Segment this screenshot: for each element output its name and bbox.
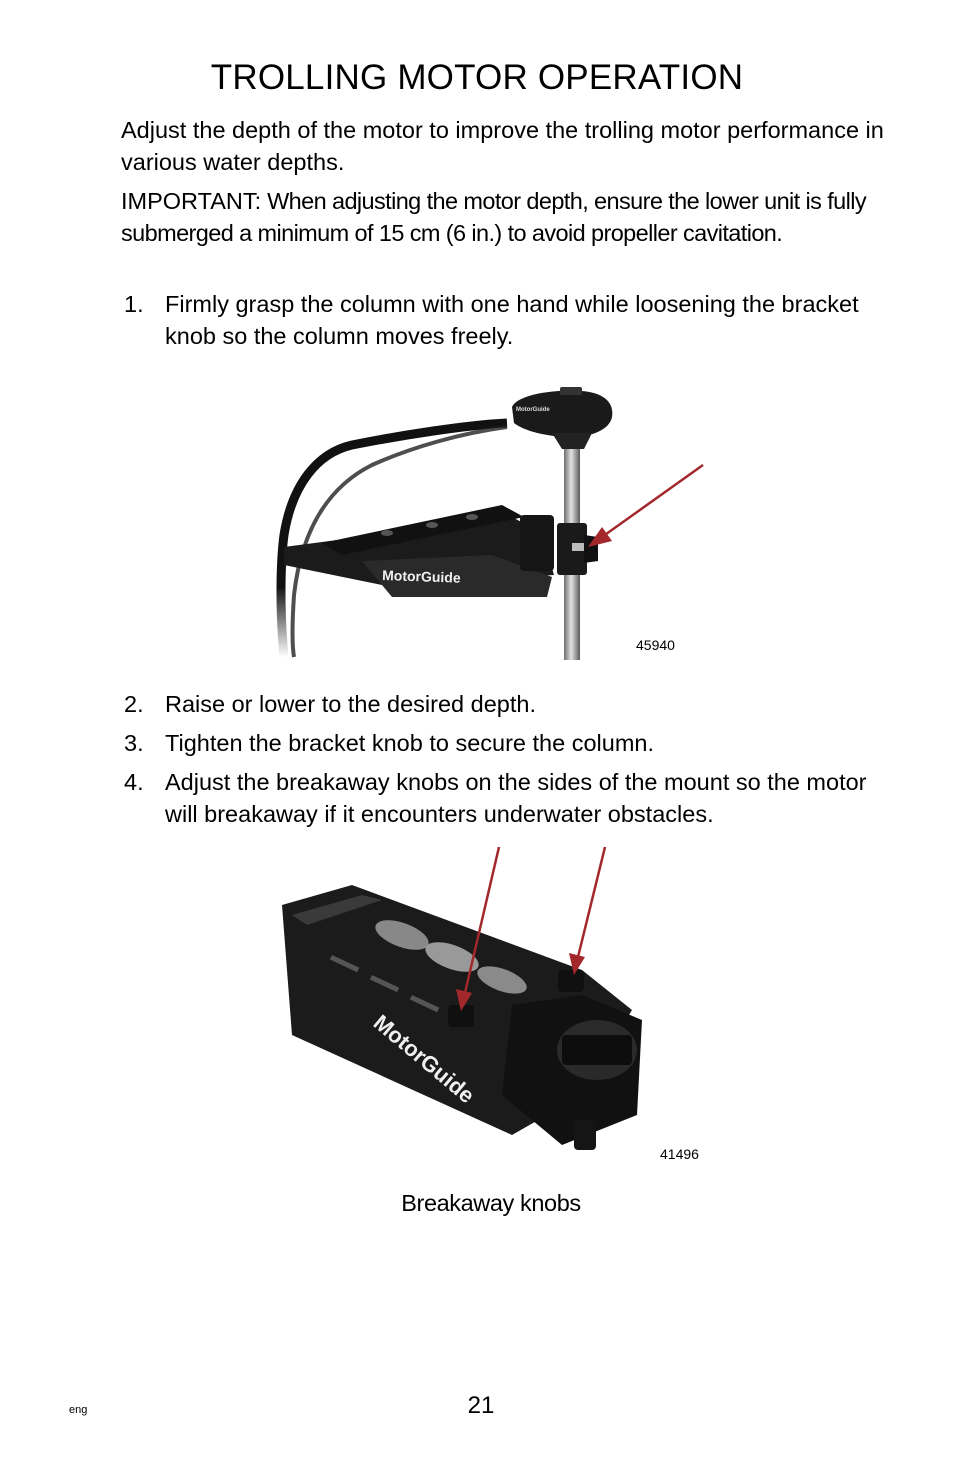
mount-logo: MotorGuide (382, 567, 461, 586)
step-text: Firmly grasp the column with one hand wh… (165, 291, 859, 349)
figure-caption: Breakaway knobs (401, 1190, 581, 1216)
important-label: IMPORTANT: (121, 188, 262, 214)
head-logo: MotorGuide (516, 407, 550, 413)
bracket-knob-arrow (588, 463, 704, 547)
page-number: 21 (467, 1392, 495, 1419)
page-title: TROLLING MOTOR OPERATION (210, 58, 744, 97)
intro-paragraph: Adjust the depth of the motor to improve… (121, 117, 884, 175)
step-text: Tighten the bracket knob to secure the c… (165, 730, 654, 756)
step-text: Raise or lower to the desired depth. (165, 691, 536, 717)
important-text: When adjusting the motor depth, ensure t… (121, 188, 867, 246)
step-number: 3. (124, 730, 144, 756)
bracket-knob-figure: MotorGuide MotorGuide (276, 387, 613, 660)
step-number: 1. (124, 291, 144, 317)
figure-number: 41496 (660, 1146, 699, 1162)
step-text: Adjust the breakaway knobs on the sides … (165, 769, 867, 827)
breakaway-knobs-figure: MotorGuide (282, 846, 642, 1150)
step-number: 4. (124, 769, 144, 795)
figure-number: 45940 (636, 637, 675, 653)
language-code: eng (69, 1404, 88, 1416)
step-number: 2. (124, 691, 144, 717)
important-notice: IMPORTANT: When adjusting the motor dept… (121, 185, 911, 249)
